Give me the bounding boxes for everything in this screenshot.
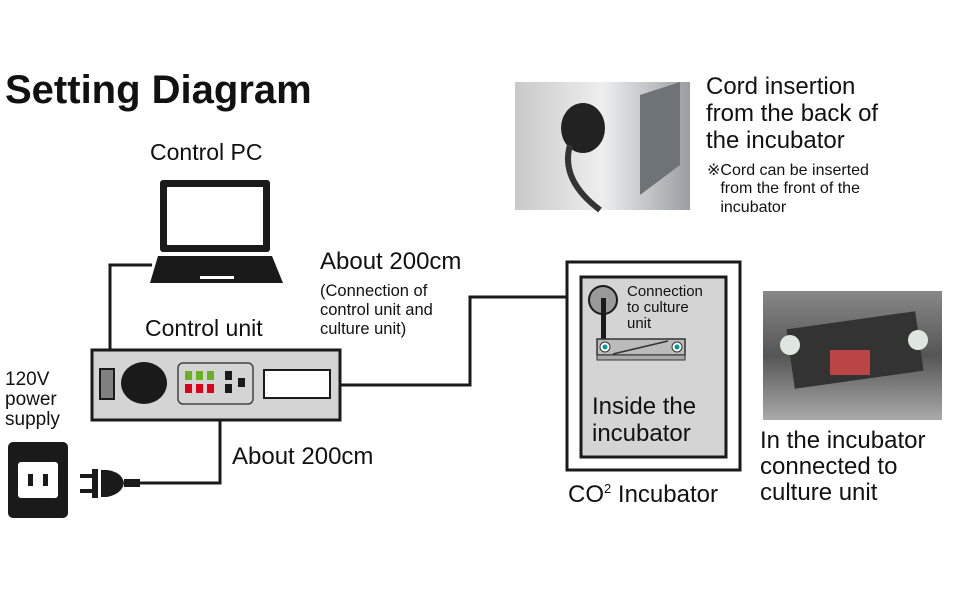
co2-text: CO: [568, 481, 604, 508]
connection-label: Connection to culture unit: [627, 283, 703, 332]
control-unit-icon: [90, 348, 342, 422]
pc-cable: [108, 263, 152, 350]
page-title: Setting Diagram: [5, 68, 312, 112]
power-supply-label: 120V power supply: [5, 369, 60, 430]
cable-note: (Connection of control unit and culture …: [320, 282, 433, 338]
co2-incubator-label: CO2 Incubator: [568, 481, 718, 509]
control-unit-label: Control unit: [145, 315, 263, 341]
culture-cable: [340, 295, 567, 387]
power-cable-length-label: About 200cm: [232, 443, 374, 470]
inside-incubator-label: Inside the incubator: [592, 393, 697, 447]
incubator-icon: [565, 260, 742, 472]
cables: [108, 263, 567, 485]
co2-subscript: 2: [604, 481, 612, 496]
incubator-text: Incubator: [611, 481, 718, 508]
power-cable: [140, 420, 222, 485]
cord-insertion-caption: Cord insertion from the back of the incu…: [706, 73, 879, 154]
cord-insertion-photo: [515, 82, 690, 213]
cable-length-label: About 200cm: [320, 248, 462, 275]
plug-icon: [80, 469, 140, 498]
outlet-icon: [8, 442, 68, 518]
laptop-icon: [150, 180, 283, 283]
culture-unit-caption: In the incubator connected to culture un…: [760, 427, 926, 506]
control-pc-label: Control PC: [150, 139, 263, 165]
cord-insertion-note: ※Cord can be inserted from the front of …: [707, 162, 869, 216]
culture-unit-photo: [763, 291, 942, 420]
